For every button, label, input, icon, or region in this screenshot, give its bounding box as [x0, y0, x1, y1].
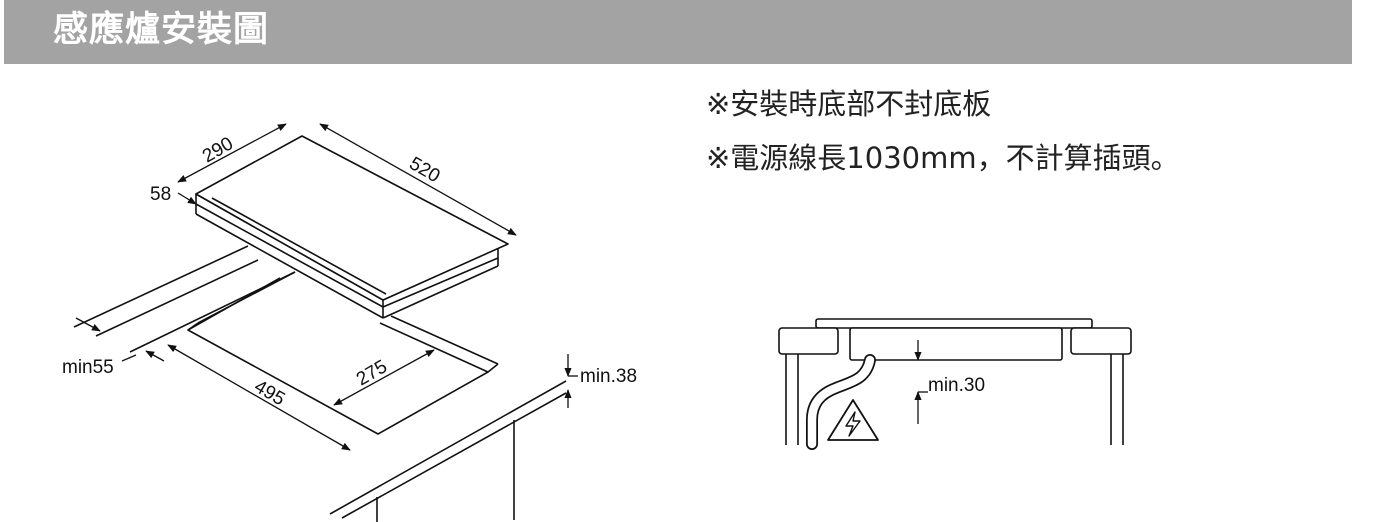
hob-drawing [195, 135, 509, 319]
countertop-drawing [73, 245, 567, 522]
dim-cutout-width: 275 [353, 356, 391, 390]
dim-hob-height: 58 [150, 184, 171, 205]
dim-min-clearance: min.30 [928, 375, 985, 396]
electric-hazard-icon [827, 399, 879, 441]
note-no-bottom-panel: ※安裝時底部不封底板 [706, 87, 992, 121]
dim-hob-width: 290 [199, 133, 237, 167]
dim-min-counter: min.38 [580, 366, 637, 387]
dim-min-front: min55 [62, 357, 114, 378]
dimension-lines-left [75, 123, 578, 451]
note-power-cord: ※電源線長1030mm，不計算插頭。 [706, 141, 1180, 175]
power-cord [806, 354, 876, 450]
dimension-lines-right [914, 340, 928, 424]
page-title: 感應爐安裝圖 [53, 10, 270, 50]
header-bar: 感應爐安裝圖 [4, 0, 1352, 64]
dim-hob-length: 520 [406, 153, 444, 187]
section-drawing [778, 318, 1132, 445]
